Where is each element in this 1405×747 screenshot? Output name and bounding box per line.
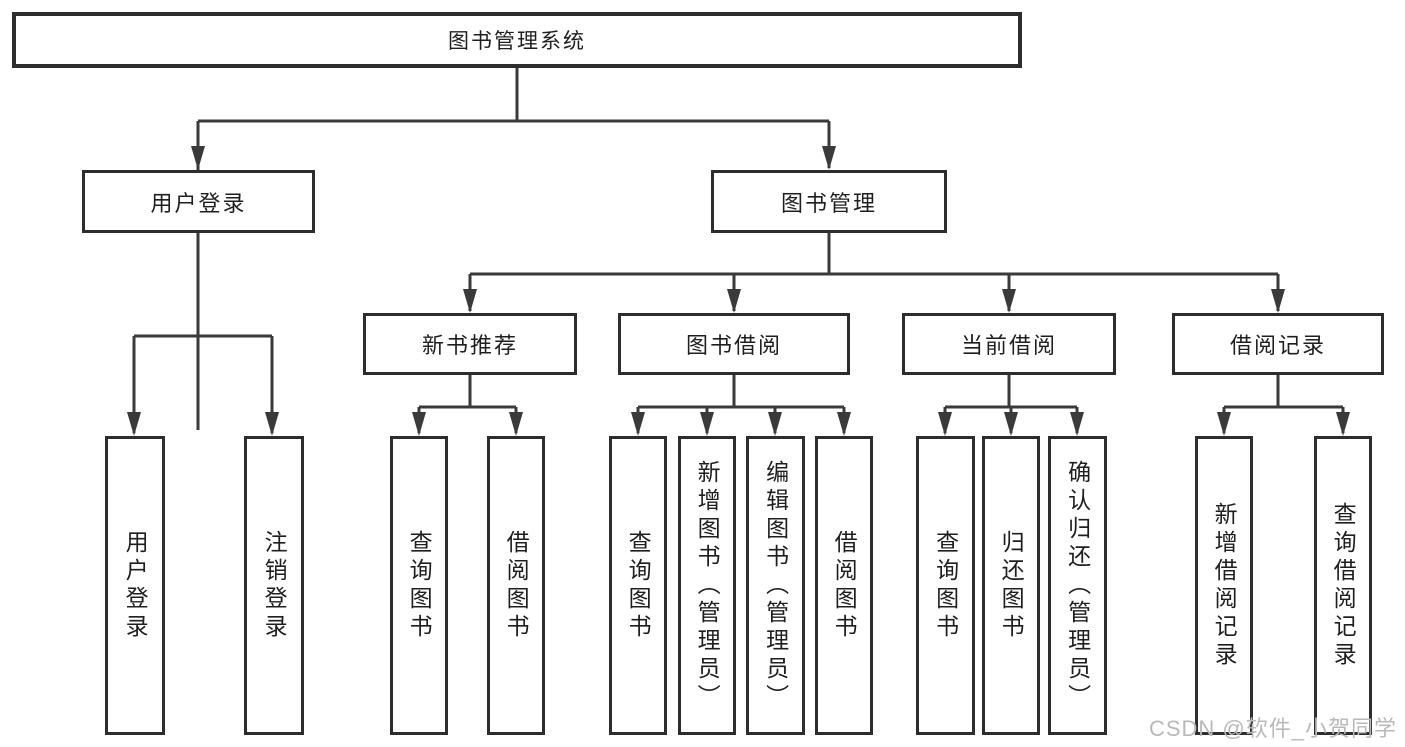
- node-root-system: 图书管理系统: [12, 12, 1022, 68]
- node-user-login: 用户登录: [82, 170, 315, 233]
- leaf-confirm-return-admin: 确认归还（管理员）: [1048, 436, 1107, 735]
- csdn-watermark: CSDN @软件_小贺同学: [1148, 716, 1397, 741]
- node-current-borrow: 当前借阅: [902, 313, 1116, 375]
- arrow-icon: [412, 412, 426, 436]
- leaf-borrow-books: 借阅图书: [815, 436, 873, 735]
- leaf-query-books-current: 查询图书: [916, 436, 975, 735]
- arrow-icon: [463, 289, 477, 313]
- arrow-icon: [1336, 412, 1350, 436]
- arrow-icon: [837, 412, 851, 436]
- arrow-icon: [700, 412, 714, 436]
- arrow-icon: [1004, 412, 1018, 436]
- edge-user-login-children: [132, 233, 274, 433]
- leaf-edit-books-admin: 编辑图书（管理员）: [746, 436, 805, 735]
- leaf-query-books-borrow: 查询图书: [609, 436, 667, 735]
- arrow-icon: [938, 412, 952, 436]
- leaf-logout: 注销登录: [244, 436, 304, 735]
- leaf-add-books-admin: 新增图书（管理员）: [678, 436, 736, 735]
- node-book-management: 图书管理: [711, 170, 947, 233]
- edge-book-borrow-children: [636, 375, 846, 433]
- leaf-query-books-recommend: 查询图书: [390, 436, 448, 735]
- leaf-borrow-books-recommend: 借阅图书: [487, 436, 545, 735]
- arrowheads: [127, 146, 1350, 436]
- arrow-icon: [191, 146, 205, 170]
- node-book-borrow: 图书借阅: [618, 313, 850, 375]
- arrow-icon: [1217, 412, 1231, 436]
- arrow-icon: [1271, 289, 1285, 313]
- arrow-icon: [1002, 289, 1016, 313]
- tree-edges: [132, 68, 1345, 433]
- leaf-add-borrow-record: 新增借阅记录: [1195, 436, 1253, 735]
- leaf-return-books: 归还图书: [982, 436, 1040, 735]
- edge-new-book-children: [417, 375, 518, 433]
- arrow-icon: [768, 412, 782, 436]
- arrow-icon: [727, 289, 741, 313]
- edge-book-mgmt-children: [468, 233, 1280, 311]
- arrow-icon: [509, 412, 523, 436]
- arrow-icon: [822, 146, 836, 170]
- edge-borrow-records-children: [1222, 375, 1345, 433]
- leaf-user-login: 用户登录: [105, 436, 165, 735]
- arrow-icon: [265, 412, 279, 436]
- node-borrow-records: 借阅记录: [1172, 313, 1384, 375]
- arrow-icon: [127, 412, 141, 436]
- edge-root-bus: [196, 68, 831, 430]
- arrow-icon: [631, 412, 645, 436]
- node-new-book-recommend: 新书推荐: [363, 313, 577, 375]
- arrow-icon: [1070, 412, 1084, 436]
- leaf-query-borrow-record: 查询借阅记录: [1314, 436, 1372, 735]
